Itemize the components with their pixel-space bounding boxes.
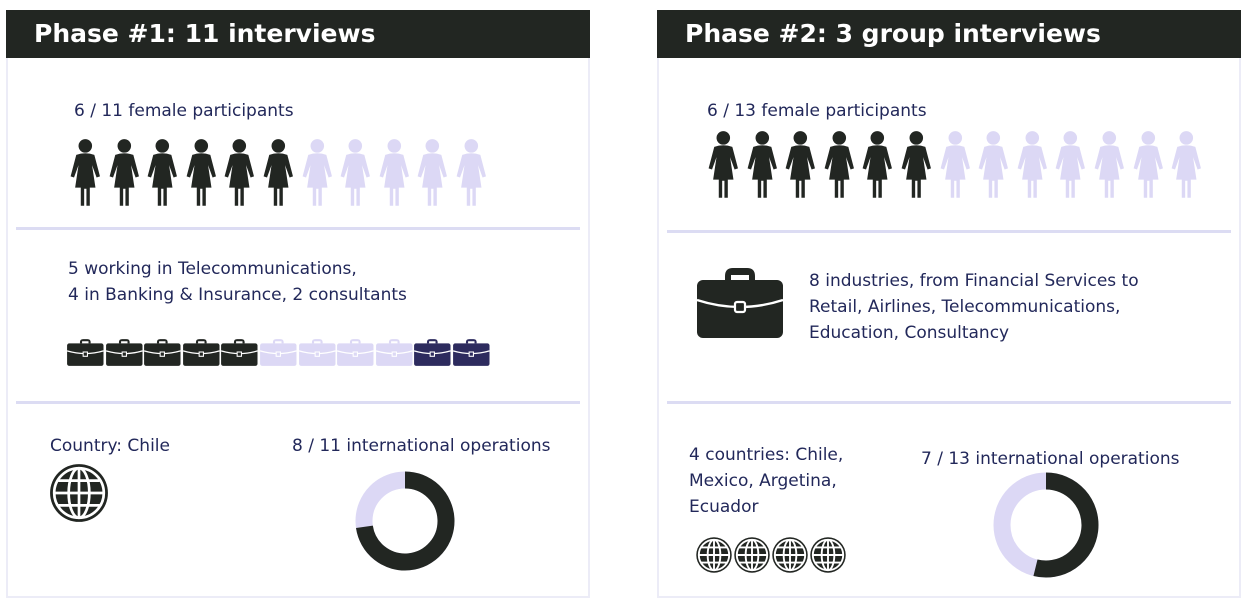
briefcase-icon: [182, 337, 221, 367]
phase1-intl-text: 8 / 11 international operations: [292, 436, 551, 456]
phase1-people-icons: [66, 138, 491, 208]
phase1-briefcase-icons: [66, 337, 491, 367]
phase2-intl-donut: [993, 472, 1099, 578]
person-icon: [974, 130, 1013, 200]
phase1-female-text: 6 / 11 female participants: [74, 101, 294, 121]
phase2-panel: Phase #2: 3 group interviews 6 / 13 fema…: [657, 10, 1241, 598]
person-icon: [781, 130, 820, 200]
phase2-industries-line3: Education, Consultancy: [809, 323, 1010, 343]
briefcase-icon: [452, 337, 491, 367]
person-icon: [375, 138, 414, 208]
globe-icon: [733, 536, 771, 574]
phase2-country-line1: 4 countries: Chile,: [689, 445, 844, 465]
phase2-country-line3: Ecuador: [689, 497, 759, 517]
briefcase-icon: [298, 337, 337, 367]
phase2-intl-text: 7 / 13 international operations: [921, 449, 1180, 469]
phase1-work-line1: 5 working in Telecommunications,: [68, 259, 357, 279]
phase1-divider-1: [16, 227, 580, 230]
briefcase-icon: [695, 266, 785, 345]
briefcase-icon: [66, 337, 105, 367]
person-icon: [897, 130, 936, 200]
person-icon: [1051, 130, 1090, 200]
phase2-industries-line1: 8 industries, from Financial Services to: [809, 271, 1139, 291]
person-icon: [1013, 130, 1052, 200]
phase1-country-text: Country: Chile: [50, 436, 170, 456]
phase2-people-icons: [704, 130, 1206, 200]
person-icon: [936, 130, 975, 200]
phase1-panel: Phase #1: 11 interviews 6 / 11 female pa…: [6, 10, 590, 598]
person-icon: [143, 138, 182, 208]
globe-icon: [695, 536, 733, 574]
phase2-intl-arc: [1033, 472, 1099, 578]
briefcase-icon: [143, 337, 182, 367]
person-icon: [858, 130, 897, 200]
briefcase-icon: [413, 337, 452, 367]
globe-icon: [771, 536, 809, 574]
person-icon: [1090, 130, 1129, 200]
phase2-country-line2: Mexico, Argetina,: [689, 471, 837, 491]
person-icon: [743, 130, 782, 200]
person-icon: [182, 138, 221, 208]
person-icon: [336, 138, 375, 208]
phase2-globe-icons: [695, 536, 847, 574]
phase1-intl-arc: [356, 471, 455, 571]
briefcase-icon: [105, 337, 144, 367]
briefcase-icon: [259, 337, 298, 367]
phase2-divider-1: [667, 230, 1231, 233]
person-icon: [1167, 130, 1206, 200]
globe-icon: [809, 536, 847, 574]
person-icon: [66, 138, 105, 208]
person-icon: [105, 138, 144, 208]
person-icon: [704, 130, 743, 200]
phase2-industries-line2: Retail, Airlines, Telecommunications,: [809, 297, 1121, 317]
person-icon: [820, 130, 859, 200]
phase2-female-text: 6 / 13 female participants: [707, 101, 927, 121]
person-icon: [220, 138, 259, 208]
phase1-work-line2: 4 in Banking & Insurance, 2 consultants: [68, 285, 407, 305]
person-icon: [259, 138, 298, 208]
person-icon: [413, 138, 452, 208]
globe-icon: [48, 462, 110, 528]
phase2-divider-2: [667, 401, 1231, 404]
person-icon: [1129, 130, 1168, 200]
briefcase-icon: [220, 337, 259, 367]
phase1-title: Phase #1: 11 interviews: [6, 10, 590, 58]
person-icon: [298, 138, 337, 208]
briefcase-icon: [336, 337, 375, 367]
briefcase-icon: [375, 337, 414, 367]
phase1-intl-donut: [355, 471, 455, 571]
phase2-title: Phase #2: 3 group interviews: [657, 10, 1241, 58]
phase1-divider-2: [16, 401, 580, 404]
person-icon: [452, 138, 491, 208]
